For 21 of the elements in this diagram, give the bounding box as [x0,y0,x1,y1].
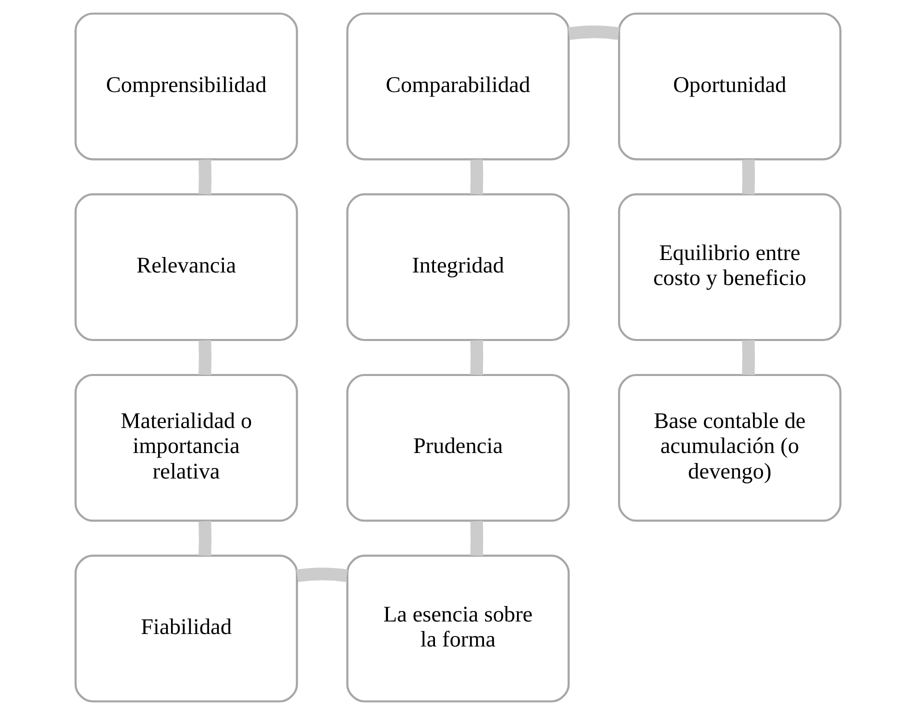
connector [470,520,484,556]
connector [568,26,620,40]
connector [742,340,755,376]
connector [198,340,212,376]
node-box: Materialidad o importancia relativa [74,374,298,522]
connector [470,340,484,376]
connector [470,159,484,194]
node-box: Equilibrio entre costo y beneficio [618,193,842,342]
connector [742,159,755,194]
node-box: Prudencia [346,374,570,522]
connector [198,520,212,556]
node-box: La esencia sobre la forma [346,554,570,702]
node-box: Comprensibilidad [74,12,298,160]
connector [296,568,348,582]
connector [198,159,212,194]
node-box: Fiabilidad [74,554,298,702]
node-box: Relevancia [74,193,298,342]
node-box: Integridad [346,193,570,342]
node-box: Comparabilidad [346,12,570,160]
node-box: Oportunidad [618,12,842,160]
node-box: Base contable de acumulación (o devengo) [618,374,842,522]
